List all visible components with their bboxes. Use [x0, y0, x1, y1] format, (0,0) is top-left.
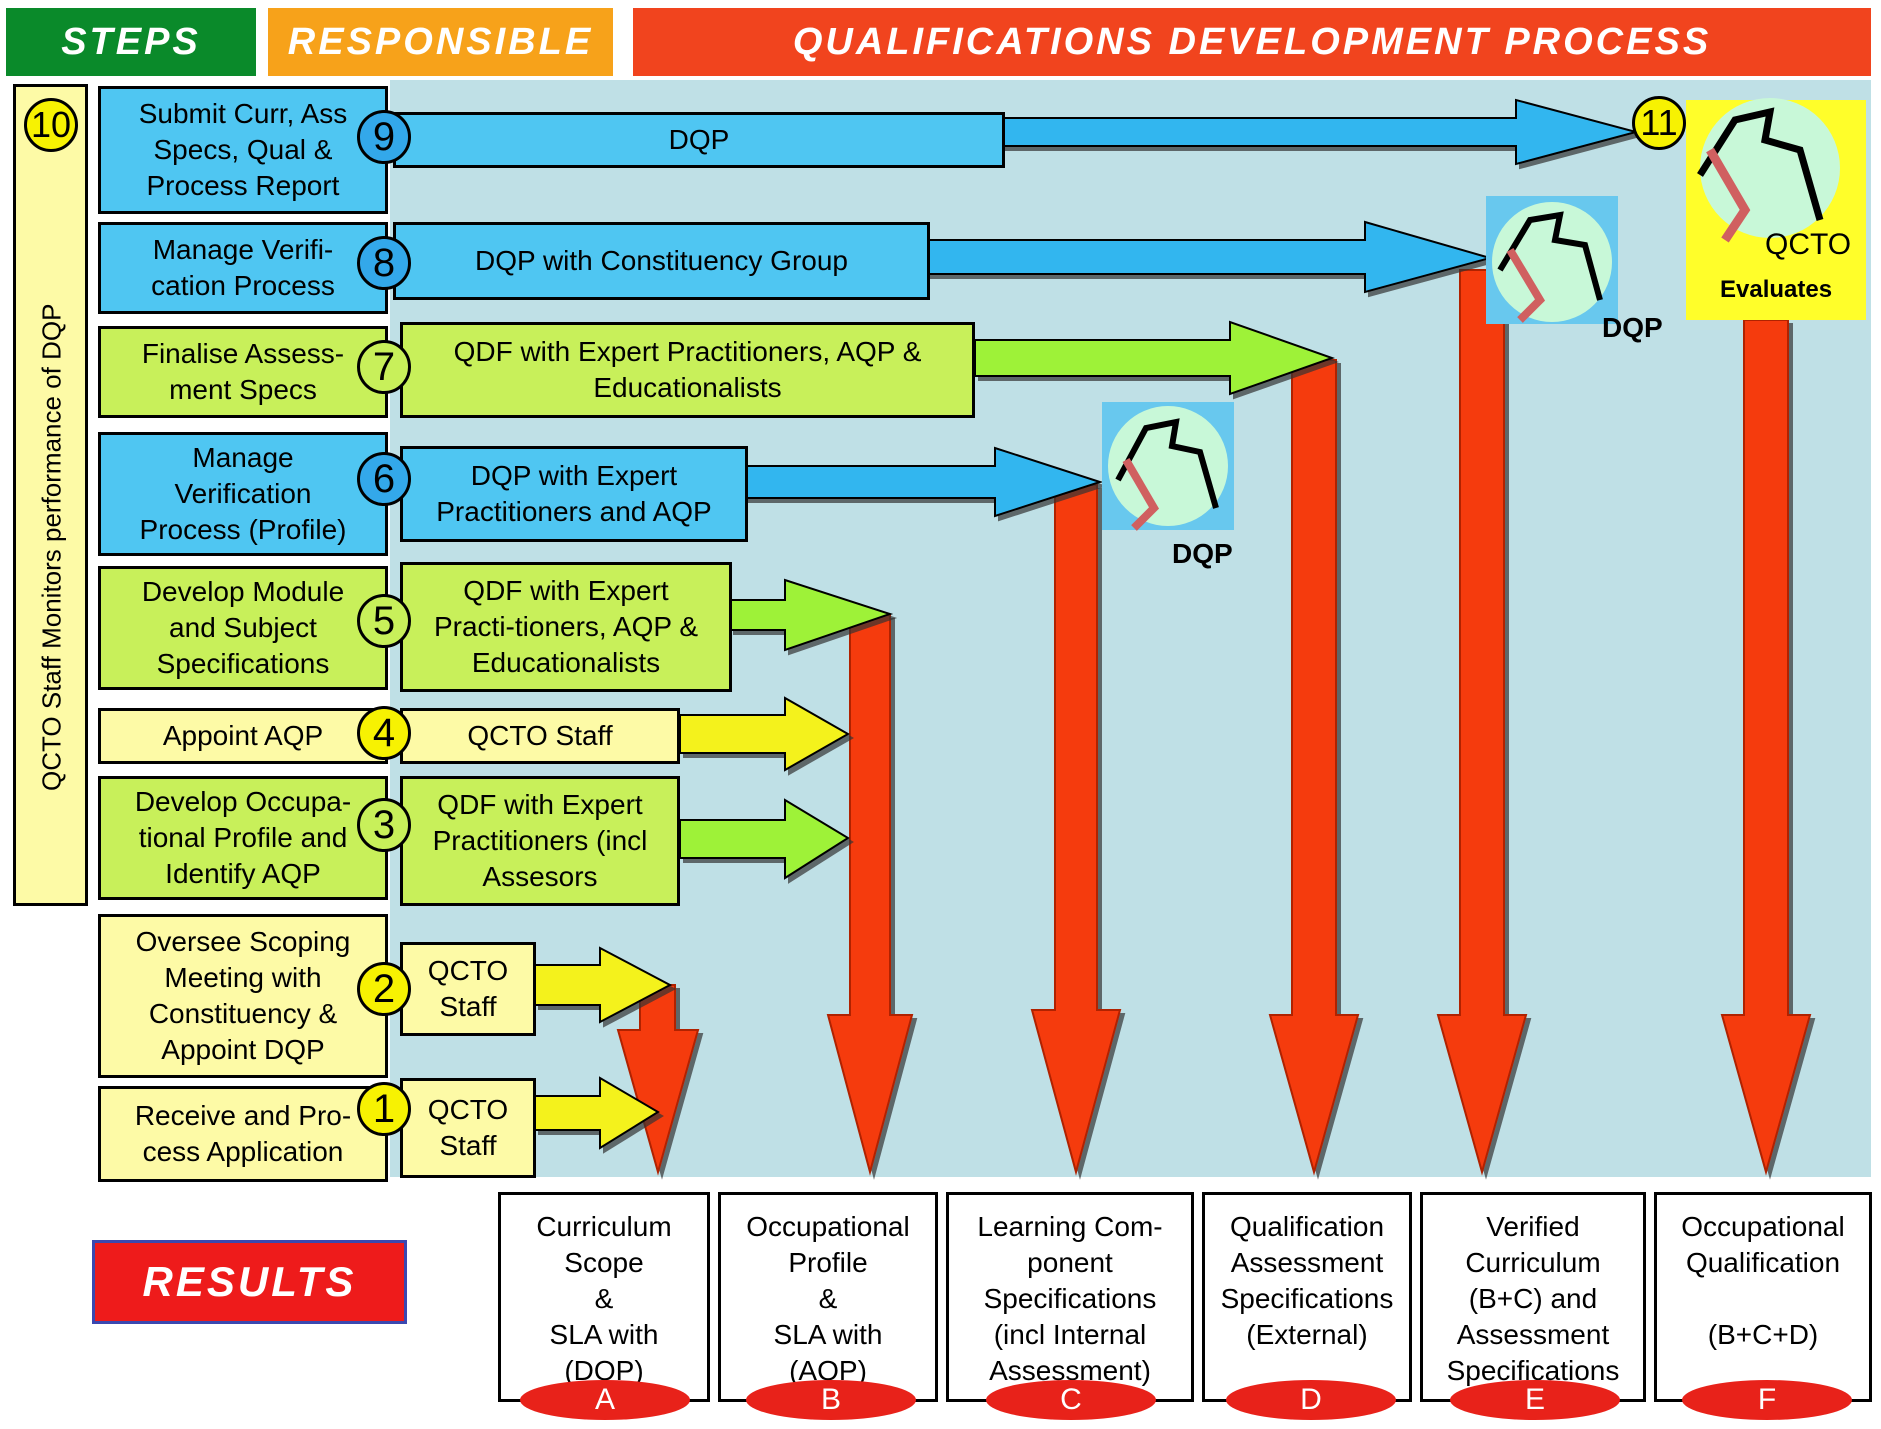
responsible-header: RESPONSIBLE: [268, 8, 613, 76]
red-arrow-f: [1720, 319, 1812, 1176]
dqp-figure-icon-1: [1486, 196, 1618, 324]
yellow-arrow-4: [679, 696, 851, 772]
step-10-number: 10: [24, 98, 78, 152]
result-letter-c: C: [986, 1380, 1156, 1420]
blue-arrow-6: [744, 446, 1104, 518]
step-2-box: Oversee Scoping Meeting with Constituenc…: [98, 914, 388, 1078]
blue-arrow-9: [999, 98, 1640, 166]
result-box-e: Verified Curriculum (B+C) and Assessment…: [1420, 1192, 1646, 1402]
result-letter-a: A: [520, 1380, 690, 1420]
step-6-responsible: DQP with Expert Practitioners and AQP: [400, 446, 748, 542]
step-5-box: Develop Module and Subject Specification…: [98, 566, 388, 690]
results-label: RESULTS: [92, 1240, 407, 1324]
step-1-responsible: QCTO Staff: [400, 1078, 536, 1178]
yellow-arrow-2: [534, 946, 673, 1024]
step-7-responsible: QDF with Expert Practitioners, AQP & Edu…: [400, 322, 975, 418]
steps-header: STEPS: [6, 8, 256, 76]
step-9-box: Submit Curr, Ass Specs, Qual & Process R…: [98, 86, 388, 214]
step-4-box: Appoint AQP: [98, 708, 388, 764]
red-arrow-a: [616, 984, 700, 1176]
result-letter-d: D: [1226, 1380, 1396, 1420]
step-6-box: Manage Verification Process (Profile): [98, 432, 388, 556]
green-arrow-5: [729, 578, 894, 652]
result-box-d: Qualification Assessment Specifications …: [1202, 1192, 1412, 1402]
step-4-number: 4: [357, 706, 411, 760]
step-3-box: Develop Occupa- tional Profile and Ident…: [98, 776, 388, 900]
step-2-responsible: QCTO Staff: [400, 942, 536, 1036]
result-letter-b: B: [746, 1380, 916, 1420]
result-letter-f: F: [1682, 1380, 1852, 1420]
step-4-responsible: QCTO Staff: [400, 708, 680, 764]
step-6-number: 6: [357, 452, 411, 506]
dqp-icon-label-2: DQP: [1172, 538, 1233, 569]
step-9-responsible: DQP: [393, 112, 1005, 168]
green-arrow-3: [679, 798, 850, 880]
red-arrow-e: [1436, 269, 1528, 1176]
result-box-a: Curriculum Scope & SLA with (DQP): [498, 1192, 710, 1402]
result-box-f: Occupational Qualification (B+C+D): [1654, 1192, 1872, 1402]
red-arrow-b: [826, 614, 914, 1176]
step-11-number: 11: [1632, 96, 1686, 150]
qcto-label: QCTO: [1765, 228, 1852, 261]
step-8-responsible: DQP with Constituency Group: [393, 222, 930, 300]
dqp-figure-icon-2: [1102, 402, 1234, 531]
step-5-responsible: QDF with Expert Practi-tioners, AQP & Ed…: [400, 562, 732, 692]
process-header: QUALIFICATIONS DEVELOPMENT PROCESS: [633, 8, 1871, 76]
yellow-arrow-1: [534, 1076, 660, 1150]
step-8-box: Manage Verifi- cation Process: [98, 222, 388, 314]
step-1-box: Receive and Pro- cess Application: [98, 1086, 388, 1182]
side-step-box: QCTO Staff Monitors performance of DQP: [13, 84, 88, 906]
red-arrow-d: [1268, 359, 1360, 1176]
green-arrow-7: [974, 320, 1336, 396]
result-letter-e: E: [1450, 1380, 1620, 1420]
step-7-box: Finalise Assess- ment Specs: [98, 326, 388, 418]
result-box-c: Learning Com- ponent Specifications (inc…: [946, 1192, 1194, 1402]
step-7-number: 7: [357, 340, 411, 394]
step-9-number: 9: [357, 110, 411, 164]
step-1-number: 1: [357, 1082, 411, 1136]
qcto-evaluates-label: Evaluates: [1720, 276, 1833, 303]
blue-arrow-8: [924, 220, 1494, 294]
step-2-number: 2: [357, 962, 411, 1016]
dqp-icon-label-1: DQP: [1602, 312, 1663, 343]
step-5-number: 5: [357, 594, 411, 648]
step-8-number: 8: [357, 236, 411, 290]
step-3-responsible: QDF with Expert Practitioners (incl Asse…: [400, 776, 680, 906]
step-3-number: 3: [357, 798, 411, 852]
qcto-figure-icon: [1686, 98, 1866, 320]
red-arrow-c: [1030, 484, 1122, 1176]
result-box-b: Occupational Profile & SLA with (AQP): [718, 1192, 938, 1402]
